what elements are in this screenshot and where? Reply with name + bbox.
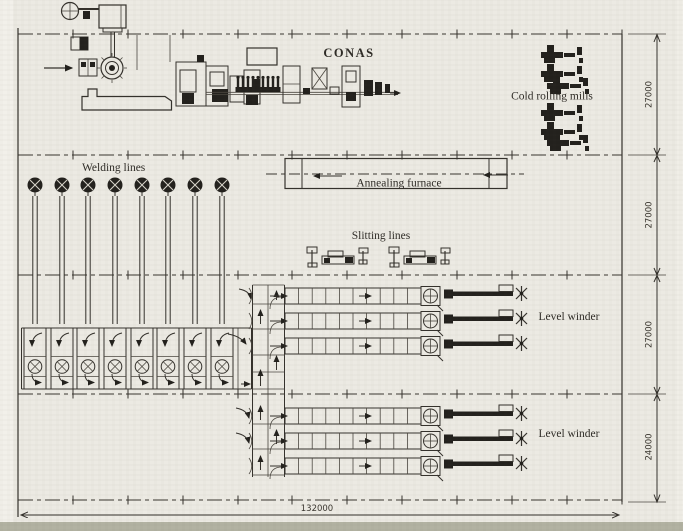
scan-margin-right bbox=[677, 0, 683, 522]
building-grid bbox=[17, 28, 623, 517]
slitting-lines-zone: Slitting lines bbox=[306, 230, 451, 268]
welding-line bbox=[79, 176, 97, 325]
dim-bay3: 27000 bbox=[645, 321, 655, 348]
welding-line bbox=[53, 176, 71, 325]
cold-mill-unit bbox=[541, 64, 583, 82]
level-winder-upper-zone: Level winder bbox=[249, 285, 600, 361]
cold-rolling-mills-label: Cold rolling mills bbox=[511, 91, 593, 103]
welding-line bbox=[159, 176, 177, 325]
cold-mill-unit bbox=[541, 45, 583, 63]
coil-bay bbox=[211, 328, 233, 389]
slitting-line-machine bbox=[306, 246, 369, 268]
dimension-bottom: 132000 bbox=[21, 504, 619, 515]
welding-line bbox=[26, 176, 44, 325]
coil-bay bbox=[104, 328, 126, 389]
level-winder-lower-zone: Level winder bbox=[249, 405, 600, 481]
dimension-chain-right: 27000 27000 27000 24000 bbox=[628, 33, 666, 504]
mill-stand-row bbox=[235, 75, 281, 92]
corridor-flow-arrows bbox=[257, 290, 280, 470]
level-winder-upper-label: Level winder bbox=[539, 311, 600, 323]
conas-label: CONAS bbox=[323, 46, 374, 60]
winder-line bbox=[249, 455, 527, 481]
sizing-and-cutoff-group bbox=[282, 65, 401, 108]
welding-line bbox=[186, 176, 204, 325]
cold-mill-unit bbox=[541, 103, 583, 121]
coil-bay bbox=[131, 328, 153, 389]
slitting-lines-label: Slitting lines bbox=[352, 230, 411, 242]
uncoiler-group bbox=[44, 36, 173, 111]
dim-bay4: 24000 bbox=[645, 433, 655, 460]
coil-bay bbox=[51, 328, 73, 389]
welding-lines-zone: Welding lines bbox=[26, 162, 231, 325]
cold-mill-unit bbox=[541, 122, 583, 140]
scan-margin-left bbox=[0, 0, 13, 522]
transfer-corridor bbox=[227, 284, 285, 480]
welding-lines-label: Welding lines bbox=[82, 162, 146, 174]
welding-line bbox=[106, 176, 124, 325]
coil-bay bbox=[24, 328, 46, 389]
level-winder-lower-label: Level winder bbox=[539, 428, 600, 440]
conas-line-zone: CONAS bbox=[44, 1, 401, 111]
winder-line bbox=[249, 310, 527, 336]
scan-edge-shadow bbox=[0, 522, 683, 531]
corridor-feed-curves bbox=[269, 296, 283, 480]
welding-line bbox=[133, 176, 151, 325]
coil-bay bbox=[184, 328, 206, 389]
winder-line bbox=[249, 285, 527, 311]
dim-bay2: 27000 bbox=[645, 201, 655, 228]
annealing-furnace-label: Annealing furnace bbox=[356, 178, 441, 190]
cold-rolling-mills-zone: Cold rolling mills bbox=[511, 45, 593, 151]
welding-line bbox=[213, 176, 231, 325]
coil-bay bbox=[157, 328, 179, 389]
crane-hook-icon bbox=[60, 1, 99, 21]
dim-total-width: 132000 bbox=[301, 504, 333, 514]
winder-line bbox=[249, 430, 527, 456]
coil-bay bbox=[77, 328, 99, 389]
dim-bay1: 27000 bbox=[645, 81, 655, 108]
annealing-furnace-zone: Annealing furnace bbox=[266, 157, 524, 190]
winder-line bbox=[249, 405, 527, 431]
coil-staging-grid bbox=[21, 327, 252, 390]
slitting-line-machine bbox=[388, 246, 451, 268]
control-cabin bbox=[246, 47, 278, 66]
overhead-machine bbox=[98, 4, 127, 57]
winder-line bbox=[249, 335, 527, 361]
